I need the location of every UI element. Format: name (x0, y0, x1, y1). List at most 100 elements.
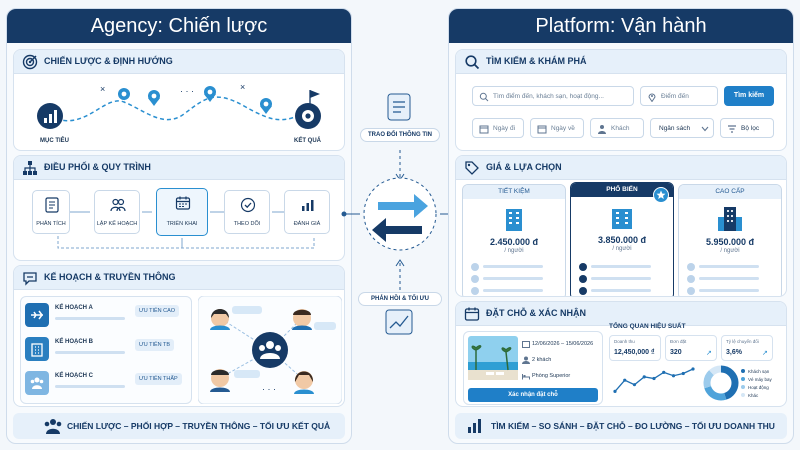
feedback-label: PHẢN HỒI & TỐI ƯU (358, 292, 442, 306)
airplane-icon (31, 310, 43, 320)
step-label: THEO DÕI (233, 221, 261, 227)
trend-point (681, 371, 685, 376)
building-icon (31, 343, 43, 357)
chat-icon (23, 272, 37, 286)
exchange-arrows-icon (372, 194, 428, 242)
legend-swatch (741, 377, 745, 381)
legend-item: Hoạt động (741, 383, 781, 391)
communication-network: · · · (198, 296, 342, 404)
tier-name: PHỔ BIẾN (571, 183, 673, 197)
comms-section: KẾ HOẠCH & TRUYỀN THÔNG KẾ HOẠCH A ƯU TI… (13, 265, 345, 407)
goal-chart-icon (37, 103, 63, 129)
goal-label: MỤC TIÊU (40, 138, 69, 144)
check-icon (471, 263, 479, 271)
process-section: ĐIỀU PHỐI & QUY TRÌNH PHÂN TÍCH LẬP KẾ H… (13, 155, 345, 261)
trend-point (652, 376, 656, 381)
legend-item: Khác (741, 391, 781, 399)
donut-slice (703, 365, 739, 401)
milestone-pin-icon (260, 98, 272, 114)
platform-footer: TÌM KIẾM – SO SÁNH – ĐẶT CHỖ – ĐO LƯỜNG … (455, 413, 787, 439)
step-planning: LẬP KẾ HOẠCH (94, 190, 140, 234)
priority-badge: ƯU TIÊN THẤP (135, 373, 182, 385)
channel-donut-chart (703, 365, 739, 401)
booking-dates: 12/06/2026 – 15/06/2026 (532, 341, 594, 347)
person-avatar (210, 369, 230, 392)
person-avatar (210, 309, 230, 330)
date-from-field[interactable]: Ngày đi (472, 118, 524, 138)
building-icon (612, 209, 632, 229)
search-input[interactable]: Tìm điểm đến, khách sạn, hoạt động... (472, 86, 634, 106)
legend-label: Hoạt động (748, 384, 769, 390)
search-button[interactable]: Tìm kiếm (724, 86, 774, 106)
legend-swatch (741, 385, 745, 389)
donut-slice (703, 365, 739, 401)
kpi-orders: Đơn đặt 320 ↗ (665, 335, 717, 361)
step-evaluation: ĐÁNH GIÁ (284, 190, 330, 234)
building-icon (506, 209, 522, 231)
trend-point (632, 383, 637, 387)
trend-up-icon: ↗ (706, 350, 712, 357)
tier-name: CAO CẤP (679, 185, 781, 199)
legend-item: Khách sạn (741, 367, 781, 375)
plan-item[interactable]: KẾ HOẠCH B ƯU TIÊN TB (25, 335, 187, 363)
booking-title: ĐẶT CHỖ & XÁC NHẬN (486, 308, 586, 318)
document-icon (387, 93, 411, 121)
destination-input[interactable]: Điểm đến (640, 86, 718, 106)
person-avatar (292, 309, 312, 330)
filter-button[interactable]: Bộ lọc (720, 118, 774, 138)
tier-price: 3.850.000 đ (597, 235, 647, 245)
performance-overview: TỔNG QUAN HIỆU SUẤT (605, 321, 781, 405)
tier-card-economy[interactable]: TIẾT KIỆM 2.450.000 đ / người (462, 184, 566, 296)
check-icon (471, 275, 479, 283)
budget-select[interactable]: Ngân sách (650, 118, 714, 138)
check-icon (687, 275, 695, 283)
person-avatar (294, 371, 314, 394)
svg-text:· · ·: · · · (180, 86, 194, 96)
org-chart-icon (23, 161, 37, 175)
tier-name: TIẾT KIỆM (463, 185, 565, 199)
kpi-revenue: Doanh thu 12,450,000 ₫ (609, 335, 661, 361)
filter-icon (728, 125, 736, 133)
confirm-booking-button[interactable]: Xác nhận đặt chỗ (468, 388, 598, 402)
milestone-pin-icon (204, 86, 216, 102)
calendar-icon (479, 125, 489, 134)
plan-name: KẾ HOẠCH C (55, 373, 94, 379)
plan-item[interactable]: KẾ HOẠCH C ƯU TIÊN THẤP (25, 369, 187, 397)
booking-room: Phòng Superior (532, 373, 571, 379)
team-hub-icon (252, 332, 288, 368)
trend-point (642, 375, 646, 379)
hotel-icon (718, 207, 742, 231)
date-to-field[interactable]: Ngày về (530, 118, 584, 138)
legend-label: Khách sạn (748, 368, 770, 374)
person-icon (522, 356, 530, 364)
strategy-title: CHIẾN LƯỢC & ĐỊNH HƯỚNG (44, 56, 173, 66)
agency-title: Agency: Chiến lược (7, 9, 351, 43)
center-connector (341, 93, 459, 335)
search-title: TÌM KIẾM & KHÁM PHÁ (486, 56, 587, 66)
check-icon (687, 287, 695, 295)
bed-icon (522, 374, 530, 380)
person-icon (598, 125, 606, 134)
kpi-conversion: Tỷ lệ chuyển đổi 3,6% ↗ (721, 335, 773, 361)
pricing-title: GIÁ & LỰA CHỌN (486, 162, 562, 172)
calendar-icon (175, 196, 191, 210)
tier-card-popular[interactable]: PHỔ BIẾN 3.850.000 đ / người (570, 182, 674, 296)
search-section: TÌM KIẾM & KHÁM PHÁ Tìm điểm đến, khách … (455, 49, 787, 151)
svg-text:×: × (240, 82, 245, 92)
pricing-section: GIÁ & LỰA CHỌN TIẾT KIỆM 2.450.000 đ / n… (455, 155, 787, 297)
calendar-icon (522, 341, 530, 348)
performance-title: TỔNG QUAN HIỆU SUẤT (609, 323, 686, 330)
target-icon (22, 54, 38, 70)
guests-field[interactable]: Khách (590, 118, 644, 138)
agency-footer-text: CHIẾN LƯỢC – PHỐI HỢP – TRUYỀN THÔNG – T… (67, 421, 331, 431)
trend-point (671, 374, 676, 378)
plan-item[interactable]: KẾ HOẠCH A ƯU TIÊN CAO (25, 301, 187, 329)
tier-card-premium[interactable]: CAO CẤP 5.950.000 đ / người (678, 184, 782, 296)
booking-card: 12/06/2026 – 15/06/2026 2 khách Phòng Su… (463, 331, 603, 405)
strategy-section: CHIẾN LƯỢC & ĐỊNH HƯỚNG × × · · · MỤC TI… (13, 49, 345, 151)
bar-chart-icon (302, 200, 314, 211)
milestone-pin-icon (148, 90, 160, 106)
trend-icon (385, 309, 413, 335)
exchange-info-label: TRAO ĐỔI THÔNG TIN (360, 128, 440, 142)
